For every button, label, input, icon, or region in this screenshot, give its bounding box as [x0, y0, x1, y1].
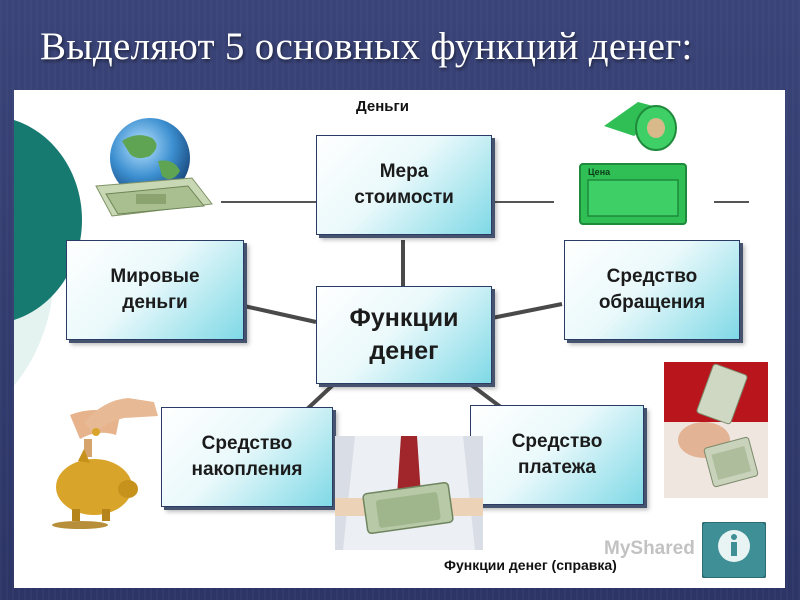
diagram-canvas: Деньги Функции денег (справка) Мера стои… — [14, 90, 785, 588]
price-tag-image: Цена — [579, 102, 687, 225]
hand-with-coin-image — [84, 398, 158, 436]
diagram-caption: Функции денег (справка) — [444, 557, 617, 573]
businessman-money-image — [335, 436, 483, 550]
watermark-text: MyShared — [604, 538, 695, 559]
connector-lines — [221, 201, 749, 414]
node-means-of-circulation: Средство обращения — [564, 240, 740, 340]
node-means-of-accumulation: Средство накопления — [161, 407, 333, 507]
globe-money-image — [95, 118, 213, 217]
hands-counting-money-image — [664, 362, 768, 498]
price-tag-label: Цена — [588, 167, 611, 177]
node-measure-of-value: Мера стоимости — [316, 135, 492, 235]
node-means-of-payment: Средство платежа — [470, 405, 644, 505]
money-header-label: Деньги — [356, 98, 409, 115]
node-world-money: Мировые деньги — [66, 240, 244, 340]
slide-title: Выделяют 5 основных функций денег: — [40, 25, 693, 68]
info-badge-icon — [702, 522, 766, 578]
node-money-functions: Функции денег — [316, 286, 492, 384]
